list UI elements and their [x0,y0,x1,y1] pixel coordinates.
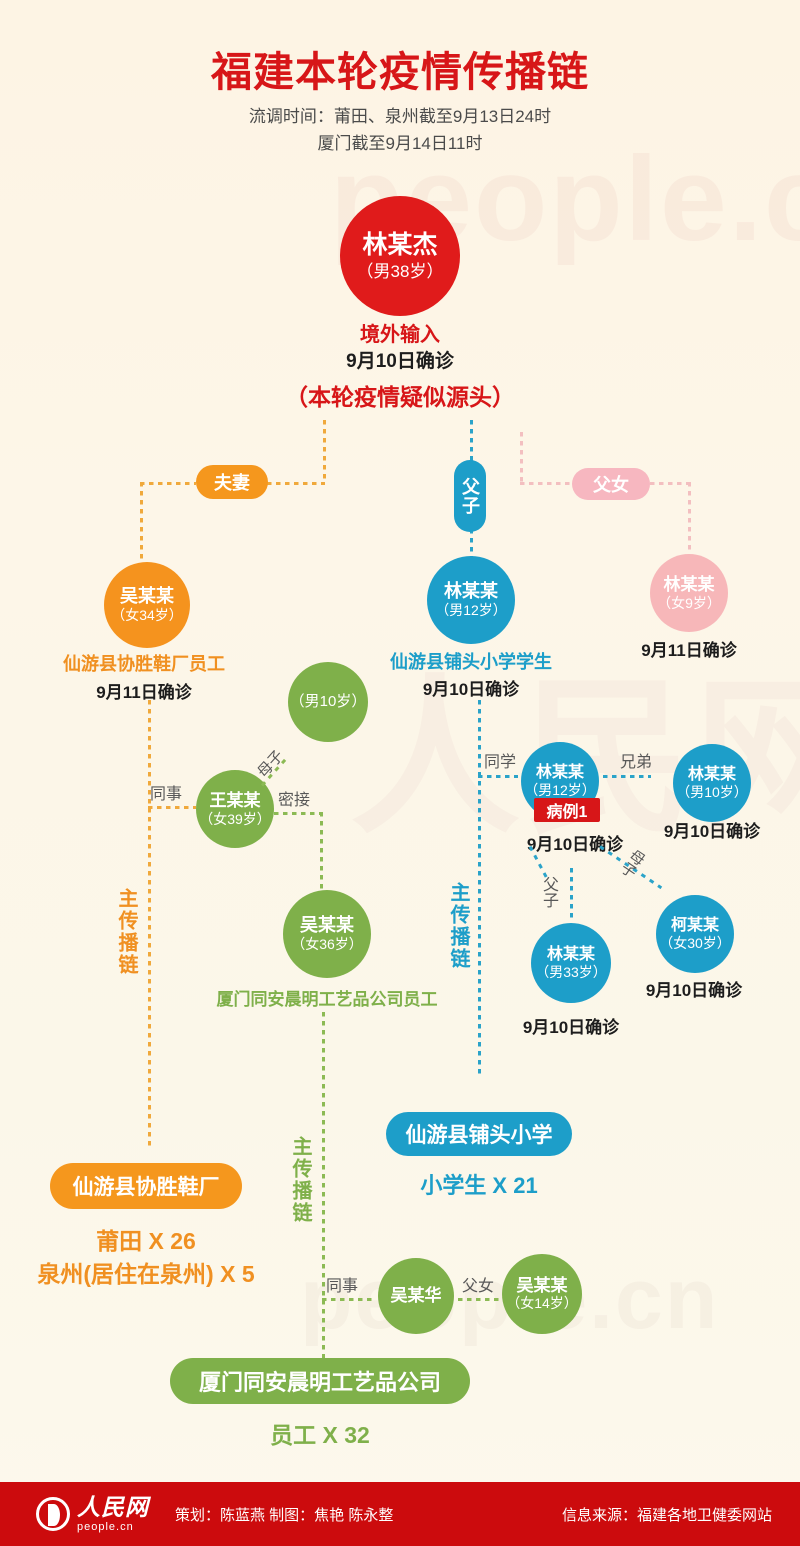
connector-fatherdaughter-right [650,482,690,485]
connector-close-contact-h [274,812,322,815]
node-wu-34-confirm: 9月11日确诊 [96,683,192,702]
connector-spouse-pill-right [267,482,325,485]
subtitle-line-1: 流调时间：莆田、泉州截至9月13日24时 [248,107,552,126]
node-wu-36-role: 厦门同安晨明工艺品公司员工 [216,990,438,1009]
relation-label-close-contact: 密接 [278,792,311,809]
subtitle-line-2: 厦门截至9月14日11时 [317,134,483,153]
connector-colleague-wu34-wang39 [148,806,196,809]
connector-orange-main-chain [148,700,151,1150]
source-note: （本轮疫情疑似源头） [285,384,515,410]
node-wu-34-role: 仙游县协胜鞋厂员工 [63,654,225,674]
connector-source-to-fatherson-v [470,420,473,462]
node-lin-10-blue[interactable]: 林某某 （男10岁） [673,744,751,822]
connector-source-to-spouse-v [323,420,326,482]
cluster-craft-company-count: 员工 X 32 [270,1422,370,1448]
connector-green-main-chain [322,1012,325,1358]
node-wang-39[interactable]: 王某某 （女39岁） [196,770,274,848]
footer-source: 信息来源：福建各地卫健委网站 [561,1506,772,1524]
cluster-shoe-factory-putian: 莆田 X 26 [96,1228,196,1254]
node-lin-12-middle-confirm: 9月10日确诊 [422,680,520,699]
relation-label-colleague-2: 同事 [326,1278,359,1295]
cluster-pill-craft-company[interactable]: 厦门同安晨明工艺品公司 [170,1358,470,1404]
node-boy-10-green[interactable]: （男10岁） [288,662,368,742]
node-ke-30[interactable]: 柯某某 （女30岁） [656,895,734,973]
people-cn-logo: 人民网 people.cn [36,1493,149,1533]
connector-fatherdaughter-to-lin9 [688,482,691,554]
connector-spouse-to-wu34 [140,482,143,562]
connector-fatherson-down [570,868,573,920]
chain-label-green: 主传播链 [289,1136,311,1224]
node-wu-34[interactable]: 吴某某 （女34岁） [104,562,190,648]
chain-label-blue: 主传播链 [447,882,469,970]
chain-label-orange: 主传播链 [115,888,137,976]
footer-credit: 策划：陈蓝燕 制图：焦艳 陈永整 [175,1506,394,1524]
node-lin-10-blue-confirm: 9月10日确诊 [663,822,761,841]
node-source-lin-moujie[interactable]: 林某杰 （男38岁） [340,196,460,316]
connector-colleague-2 [322,1298,372,1301]
node-wu-14[interactable]: 吴某某 （女14岁） [502,1254,582,1334]
source-origin-label: 境外输入 [360,324,440,346]
connector-classmate [478,775,518,778]
node-wu-36[interactable]: 吴某某 （女36岁） [283,890,371,978]
connector-close-contact-v [320,812,323,890]
node-lin-9-confirm: 9月11日确诊 [641,641,737,660]
footer-bar: 人民网 people.cn 策划：陈蓝燕 制图：焦艳 陈永整 信息来源：福建各地… [0,1482,800,1546]
connector-source-to-fatherdaughter-v [520,432,523,482]
node-ke-30-confirm: 9月10日确诊 [645,981,743,1000]
node-lin-12-middle-role: 仙游县铺头小学学生 [390,652,552,672]
node-lin-12-middle[interactable]: 林某某 （男12岁） [427,556,515,644]
relation-pill-father-daughter[interactable]: 父女 [572,468,650,500]
cluster-primary-school-count: 小学生 X 21 [420,1173,538,1198]
page-title: 福建本轮疫情传播链 [211,49,589,95]
node-lin-33[interactable]: 林某某 （男33岁） [531,923,611,1003]
connector-spouse-pill-left [140,482,196,485]
relation-label-father-daughter-2: 父女 [462,1278,495,1295]
relation-label-colleague: 同事 [150,786,183,803]
node-lin-9[interactable]: 林某某 （女9岁） [650,554,728,632]
cluster-shoe-factory-quanzhou: 泉州(居住在泉州) X 5 [37,1261,255,1287]
node-lin-33-confirm: 9月10日确诊 [522,1018,620,1037]
relation-pill-father-son[interactable]: 父子 [454,460,486,532]
status-badge-case1: 病例1 [534,798,600,822]
cluster-pill-primary-school[interactable]: 仙游县铺头小学 [386,1112,572,1156]
people-logo-icon [36,1497,70,1531]
logo-text-cn: 人民网 [77,1493,149,1520]
relation-label-father-son-2: 父子 [540,876,557,908]
relation-pill-spouse[interactable]: 夫妻 [196,465,268,499]
connector-father-daughter-2 [458,1298,502,1301]
connector-blue-main-chain [478,700,481,1076]
node-wu-muhua[interactable]: 吴某华 [378,1258,454,1334]
connector-brothers [603,775,651,778]
node-lin-12-case1-confirm: 9月10日确诊 [526,835,624,854]
relation-label-classmate: 同学 [484,754,517,771]
source-confirm-date: 9月10日确诊 [346,351,454,372]
cluster-pill-shoe-factory[interactable]: 仙游县协胜鞋厂 [50,1163,242,1209]
connector-fatherdaughter-left [520,482,572,485]
logo-text-en: people.cn [77,1520,134,1533]
relation-label-brothers: 兄弟 [620,754,653,771]
